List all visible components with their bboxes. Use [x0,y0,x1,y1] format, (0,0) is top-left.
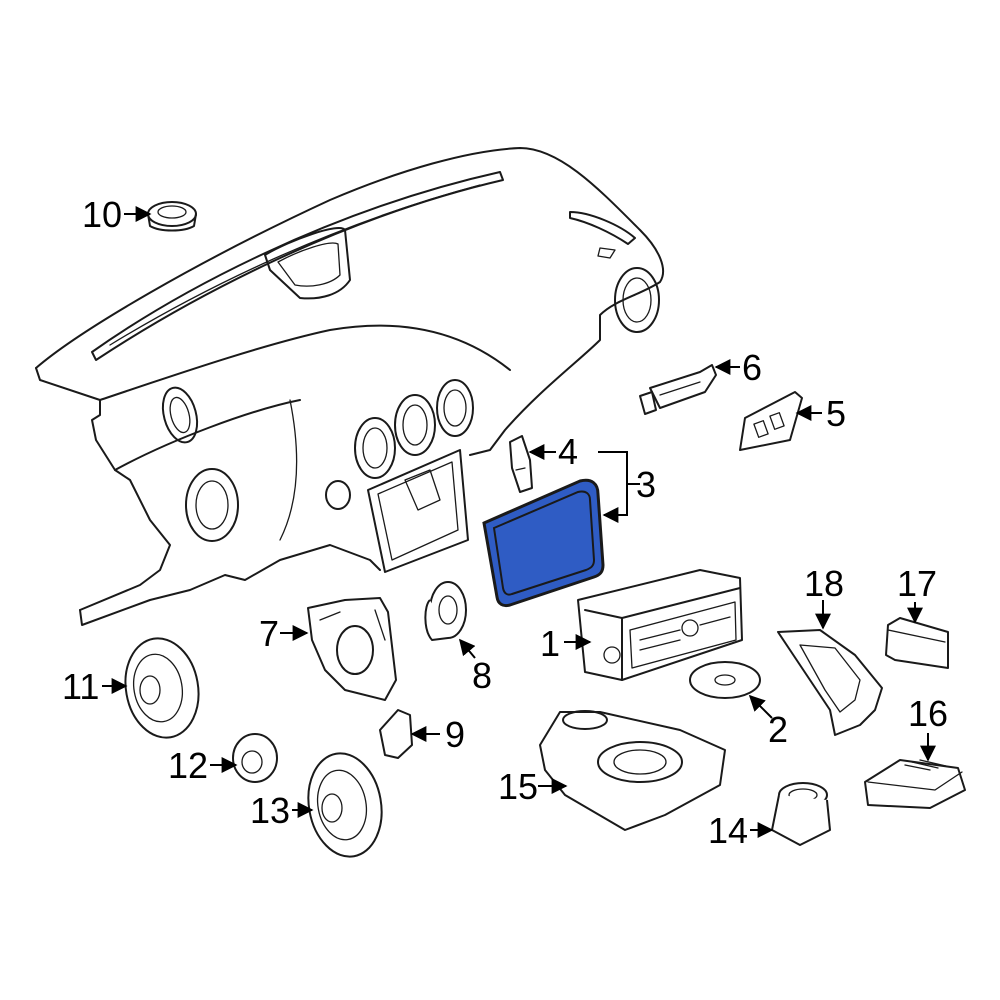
callout-label-13: 13 [250,790,290,831]
part-4-clip [509,435,533,493]
part-18-bracket [777,629,883,736]
part-2-disc [689,661,761,699]
callout-label-9: 9 [445,714,465,755]
part-15-subwoofer [539,710,726,831]
callout-13: 13 [250,790,314,831]
callout-label-10: 10 [82,194,122,235]
callout-label-6: 6 [742,347,762,388]
part-12-small-speaker [232,733,278,783]
callout-7: 7 [259,613,309,654]
part-17-module [885,617,949,669]
callout-label-16: 16 [908,693,948,734]
part-10-tweeter [147,201,197,232]
part-16-amplifier [864,759,966,809]
callout-12: 12 [168,745,238,786]
callout-label-1: 1 [540,623,560,664]
part-13-speaker [307,752,383,858]
callout-label-18: 18 [804,563,844,604]
callout-14: 14 [708,810,774,851]
part-6-bracket [639,364,717,415]
callout-label-14: 14 [708,810,748,851]
callout-label-17: 17 [897,563,937,604]
callout-18: 18 [804,563,844,630]
callout-5: 5 [795,393,846,434]
callout-label-11: 11 [62,666,99,707]
callout-11: 11 [62,666,128,707]
part-3-display-screen [482,478,605,608]
dashboard-illustration [35,147,665,626]
part-1-radio-unit [577,569,743,681]
callout-label-3: 3 [636,464,656,505]
callout-15: 15 [498,766,568,807]
callout-label-12: 12 [168,745,208,786]
part-11-speaker [124,637,200,739]
callout-1: 1 [540,623,592,664]
callout-16: 16 [908,693,948,762]
callout-10: 10 [82,194,152,235]
callout-4-3: 4 3 [528,431,656,523]
callout-8: 8 [458,638,492,696]
callout-6: 6 [714,347,762,388]
callout-2: 2 [748,694,788,750]
callout-17: 17 [897,563,937,624]
part-14-speaker [771,782,831,846]
part-9-cover [379,709,413,759]
callout-label-8: 8 [472,655,492,696]
callout-label-4: 4 [558,431,578,472]
part-8-horn [424,581,467,641]
callout-label-15: 15 [498,766,538,807]
part-5-switch-panel [739,391,803,451]
callout-9: 9 [410,714,465,755]
callout-label-5: 5 [826,393,846,434]
part-7-actuator [307,597,397,701]
callout-label-2: 2 [768,709,788,750]
callout-label-7: 7 [259,613,279,654]
